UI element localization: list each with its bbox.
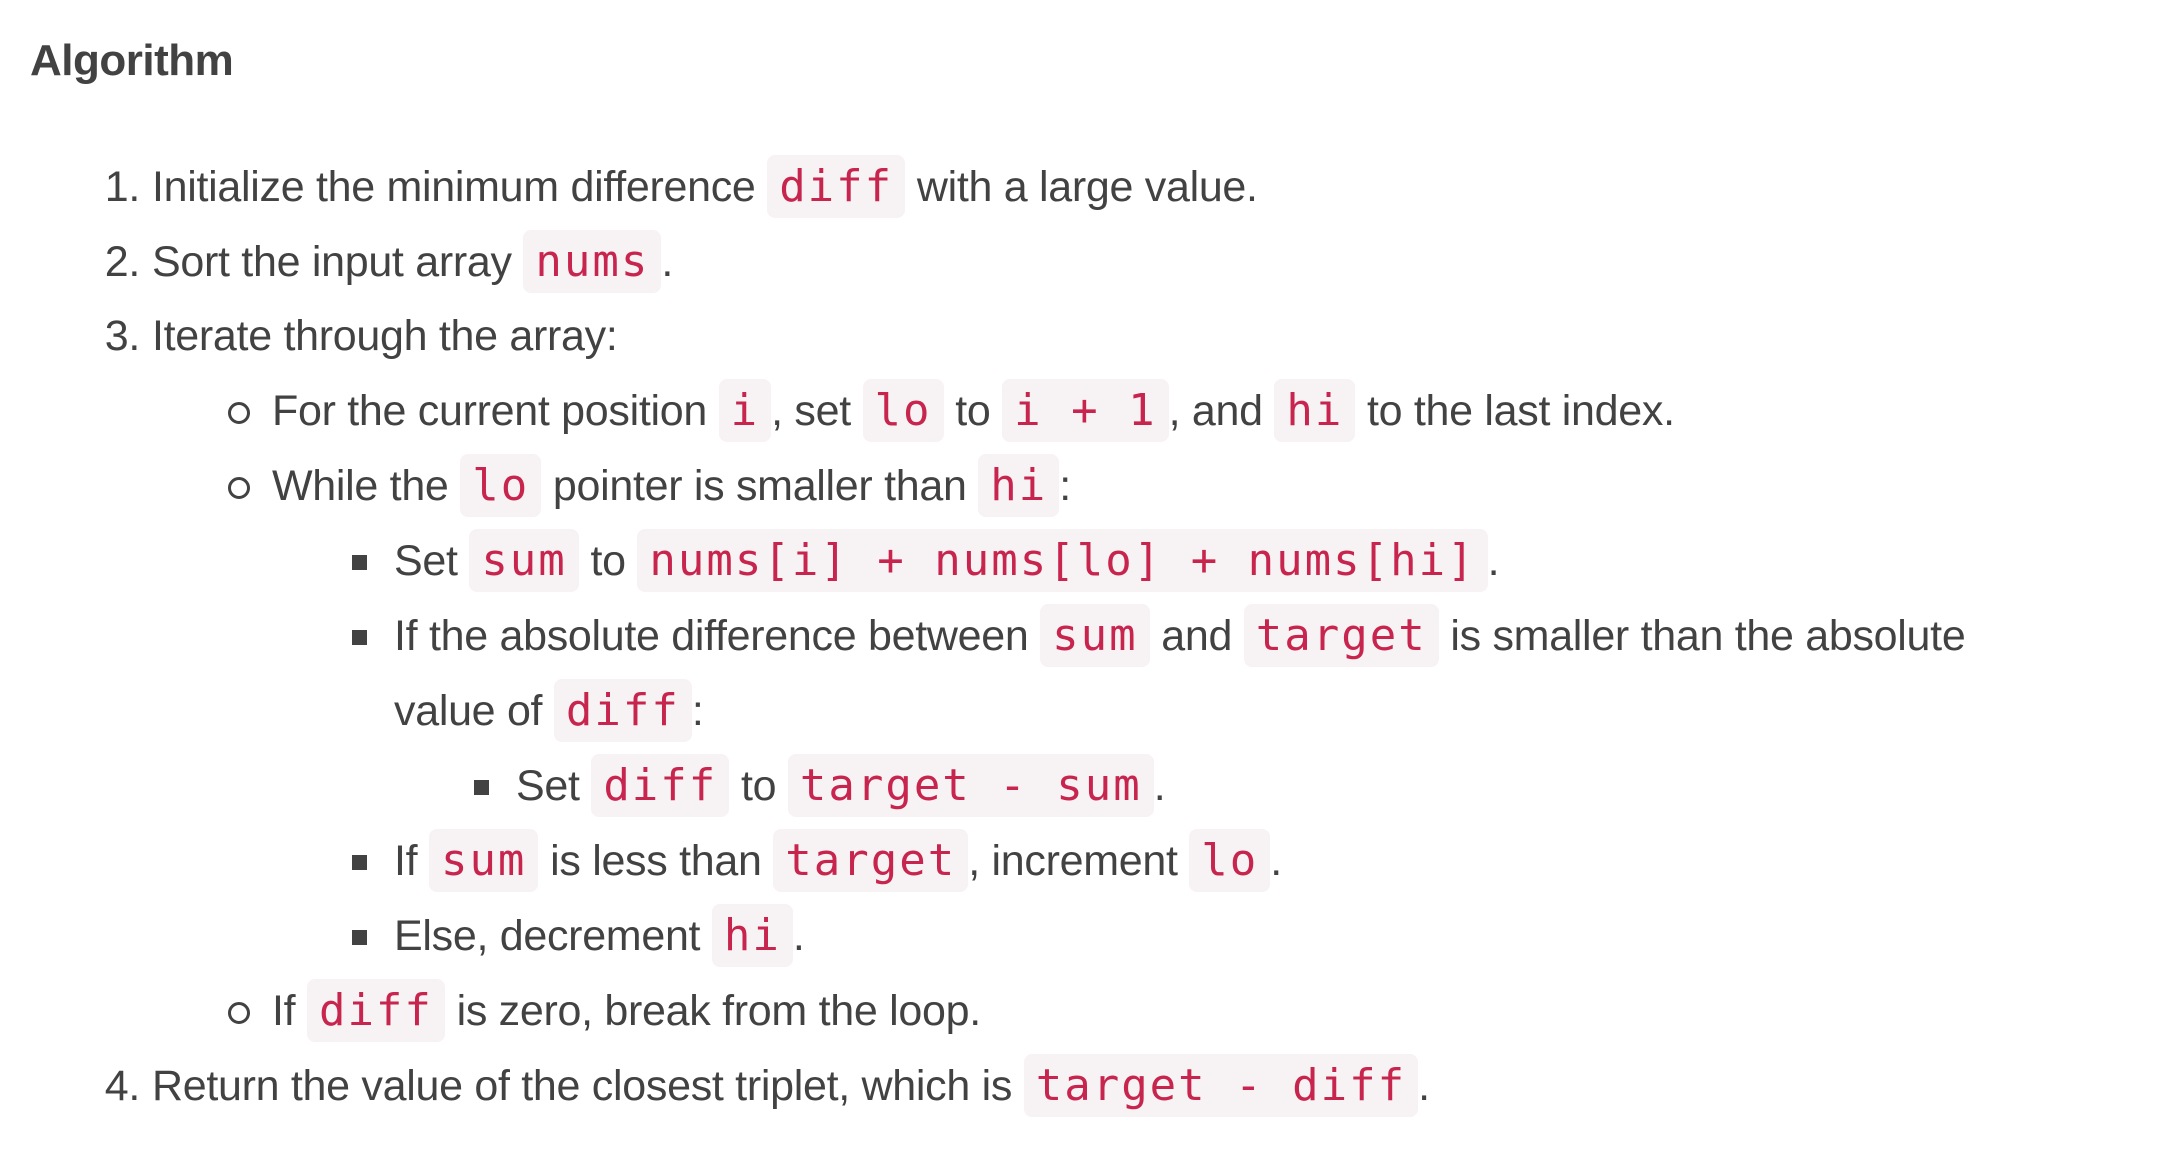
text: , increment <box>968 837 1178 885</box>
text: : <box>1059 462 1071 510</box>
square-bullet-icon <box>352 930 367 945</box>
list-item-text: Sort the input array nums. <box>152 225 673 299</box>
code-diff: diff <box>553 679 692 742</box>
text: Return the value of the closest triplet,… <box>152 1062 1013 1110</box>
text: is smaller than the absolute <box>1450 612 1966 660</box>
text: , set <box>771 387 851 435</box>
list-item-text: Return the value of the closest triplet,… <box>152 1049 1430 1123</box>
code-i-plus-1: i + 1 <box>1002 379 1169 442</box>
code-target: target <box>773 829 969 892</box>
text: While the <box>272 462 449 510</box>
list-number: 4. <box>104 1062 141 1110</box>
code-nums: nums <box>523 230 662 293</box>
text: with a large value. <box>916 163 1258 211</box>
text: pointer is smaller than <box>552 462 967 510</box>
code-hi: hi <box>978 454 1060 517</box>
text: If <box>394 837 418 885</box>
text: to <box>740 762 777 810</box>
code-diff: diff <box>306 979 445 1042</box>
text: to <box>590 537 626 585</box>
code-sum: sum <box>469 529 579 592</box>
text: . <box>661 238 673 286</box>
text: Set <box>516 762 580 810</box>
text: to the last index. <box>1367 387 1675 435</box>
text: If <box>272 987 296 1035</box>
text: Else, decrement <box>394 912 701 960</box>
list-item-text: If diff is zero, break from the loop. <box>272 974 981 1048</box>
code-lo: lo <box>1189 829 1271 892</box>
list-item-text: While the lo pointer is smaller than hi: <box>272 449 1071 523</box>
text: . <box>1270 837 1282 885</box>
square-bullet-icon <box>352 630 367 645</box>
code-i: i <box>718 379 772 442</box>
list-item-text: Iterate through the array: <box>152 312 618 360</box>
list-item-text: If sum is less than target, increment lo… <box>394 824 1282 898</box>
square-bullet-icon <box>352 855 367 870</box>
list-number: 2. <box>104 238 141 286</box>
text: . <box>1418 1062 1430 1110</box>
list-item-text: Else, decrement hi. <box>394 899 805 973</box>
list-item-text: Set sum to nums[i] + nums[lo] + nums[hi]… <box>394 524 1500 598</box>
list-item-continuation: value of diff: <box>394 674 704 748</box>
code-diff: diff <box>591 754 730 817</box>
text: . <box>1487 537 1500 585</box>
code-lo: lo <box>862 379 944 442</box>
text: : <box>691 687 704 735</box>
hollow-bullet-icon <box>228 402 250 424</box>
code-sum: sum <box>428 829 539 892</box>
list-item-text: Set diff to target - sum. <box>516 749 1166 823</box>
list-number: 1. <box>104 163 141 211</box>
code-lo: lo <box>460 454 542 517</box>
text: , and <box>1168 387 1263 435</box>
text: . <box>792 912 805 960</box>
code-target-minus-diff: target - diff <box>1023 1054 1419 1117</box>
text: value of <box>394 687 543 735</box>
square-bullet-icon <box>474 780 489 795</box>
text: Set <box>394 537 458 585</box>
section-heading: Algorithm <box>30 36 234 85</box>
text: If the absolute difference between <box>394 612 1029 660</box>
list-number: 3. <box>104 312 141 360</box>
text: is less than <box>550 837 762 885</box>
list-item-text: Initialize the minimum difference diff w… <box>152 150 1258 224</box>
hollow-bullet-icon <box>228 1002 250 1024</box>
text: Initialize the minimum difference <box>152 163 756 211</box>
square-bullet-icon <box>352 555 367 570</box>
text: Sort the input array <box>152 238 512 286</box>
text: is zero, break from the loop. <box>456 987 982 1035</box>
code-hi: hi <box>711 904 793 967</box>
text: For the current position <box>272 387 707 435</box>
code-target: target <box>1243 604 1439 667</box>
code-diff: diff <box>767 155 906 218</box>
code-hi: hi <box>1274 379 1356 442</box>
text: to <box>955 387 991 435</box>
text: and <box>1161 612 1233 660</box>
list-item-text: If the absolute difference between sum a… <box>394 599 1966 673</box>
list-item-text: For the current position i, set lo to i … <box>272 374 1675 448</box>
code-sum: sum <box>1040 604 1150 667</box>
code-target-minus-sum: target - sum <box>787 754 1154 817</box>
hollow-bullet-icon <box>228 477 250 499</box>
code-sum-expression: nums[i] + nums[lo] + nums[hi] <box>637 529 1488 592</box>
text: . <box>1153 762 1166 810</box>
